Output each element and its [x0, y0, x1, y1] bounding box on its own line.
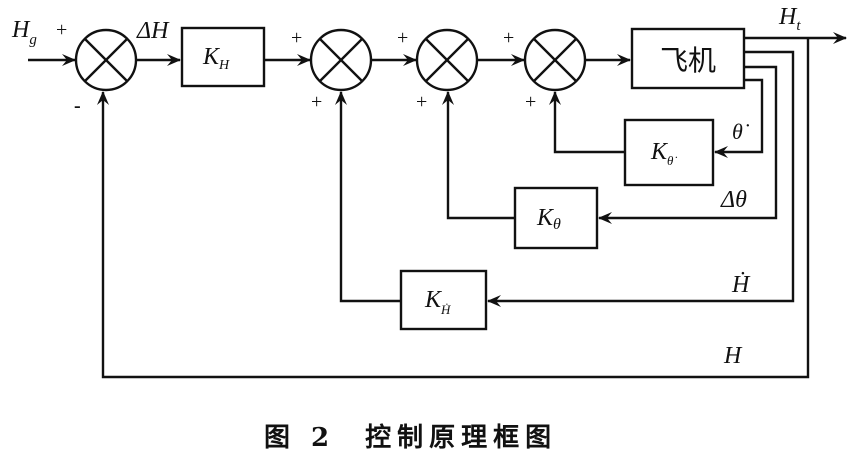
sum2-plus-sign-feedback: + — [311, 91, 322, 113]
k-theta-dot-block — [623, 118, 715, 187]
sum4-plus-sign-feedback: + — [525, 91, 536, 113]
h-dot-feedback-label: Ḣ — [731, 272, 751, 298]
sum2-plus-sign-input: + — [291, 27, 302, 49]
h-feedback-line — [97, 38, 810, 379]
sum3-plus-sign-input: + — [397, 27, 408, 49]
summing-junction-3 — [415, 28, 479, 92]
k-theta-label: Kθ — [536, 205, 561, 233]
plant-block — [630, 27, 746, 90]
error-label: ΔH — [136, 18, 170, 44]
theta-dot-feedback-label: θ˙ — [732, 119, 750, 144]
summing-junction-4 — [523, 28, 587, 92]
sum1-minus-sign: - — [74, 95, 81, 117]
figure-number: 图 2 — [264, 423, 335, 453]
summing-junction-2 — [309, 28, 373, 92]
h-feedback-label: H — [723, 343, 743, 369]
kh-block — [180, 26, 266, 88]
h-dot-feedback-line — [487, 50, 795, 307]
k-h-dot-block — [399, 269, 488, 331]
k-theta-to-sum3-line — [442, 91, 515, 220]
k-theta-dot-label: Kθ̇ — [650, 139, 677, 168]
output-label: Ht — [778, 4, 801, 34]
theta-dot-feedback-line — [714, 78, 764, 158]
summing-junction-1 — [74, 28, 138, 92]
sum1-plus-sign: + — [56, 19, 67, 41]
figure-caption: 图 2 控制原理框图 — [264, 423, 557, 453]
figure-title: 控制原理框图 — [365, 423, 557, 453]
sum3-plus-sign-feedback: + — [416, 91, 427, 113]
input-label: Hg — [11, 17, 37, 48]
sum4-plus-sign-input: + — [503, 27, 514, 49]
k-theta-dot-to-sum4-line — [549, 91, 625, 154]
k-h-dot-to-sum2-line — [335, 91, 401, 303]
kh-label: KH — [202, 44, 230, 73]
delta-theta-feedback-label: Δθ — [720, 187, 747, 213]
plant-label: 飞机 — [660, 44, 716, 77]
k-h-dot-label: KḢ — [424, 287, 451, 317]
delta-theta-feedback-line — [598, 65, 778, 224]
